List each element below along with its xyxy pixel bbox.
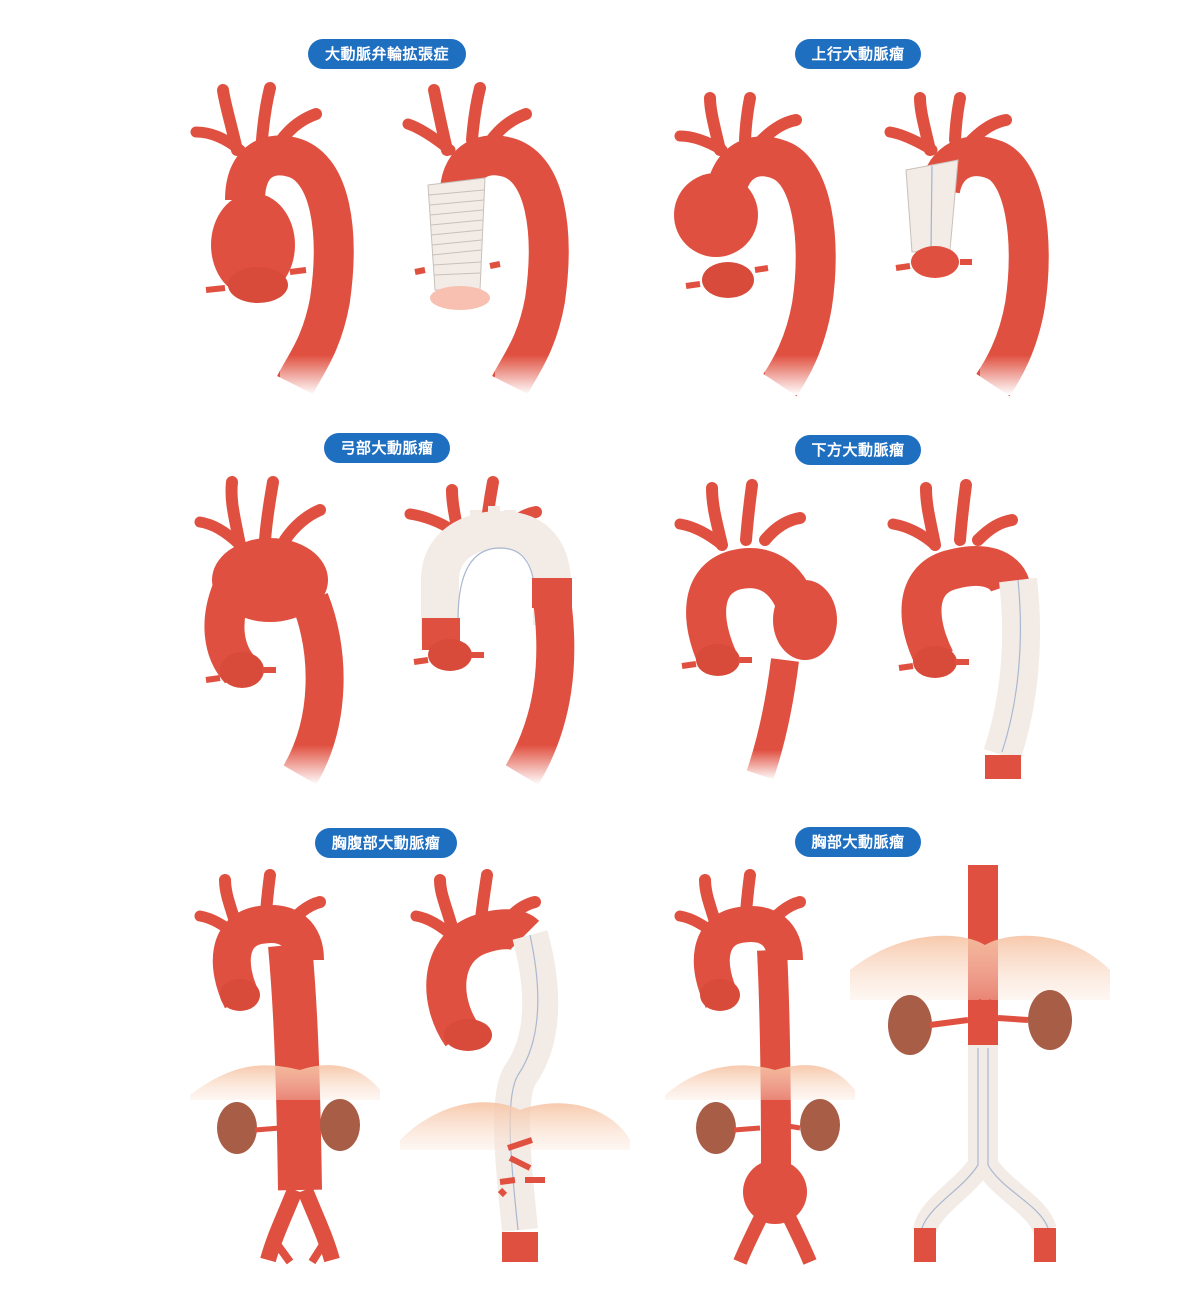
- panel-ascending-before: [674, 92, 836, 397]
- panel-descending-before: [674, 479, 837, 780]
- label-thoracoabdominal: 胸腹部大動脈瘤: [315, 828, 457, 858]
- panel-descending-after: [887, 479, 1041, 779]
- panel-aortic-root-before: [190, 82, 354, 395]
- panel-thoracoabdominal-after: [400, 869, 630, 1262]
- label-descending: 下方大動脈瘤: [795, 435, 921, 465]
- label-ascending: 上行大動脈瘤: [795, 39, 921, 69]
- panel-arch-before: [194, 476, 344, 785]
- panel-thoracoabdominal-before: [190, 869, 380, 1265]
- panel-thoracic-after: [850, 865, 1110, 1262]
- panel-ascending-after: [884, 92, 1049, 397]
- panel-thoracic-before: [665, 869, 855, 1265]
- panel-aortic-root-after: [402, 82, 569, 395]
- label-thoracic: 胸部大動脈瘤: [795, 827, 921, 857]
- label-arch: 弓部大動脈瘤: [324, 433, 450, 463]
- panel-arch-after: [404, 476, 575, 785]
- label-aortic-root: 大動脈弁輪拡張症: [308, 39, 466, 69]
